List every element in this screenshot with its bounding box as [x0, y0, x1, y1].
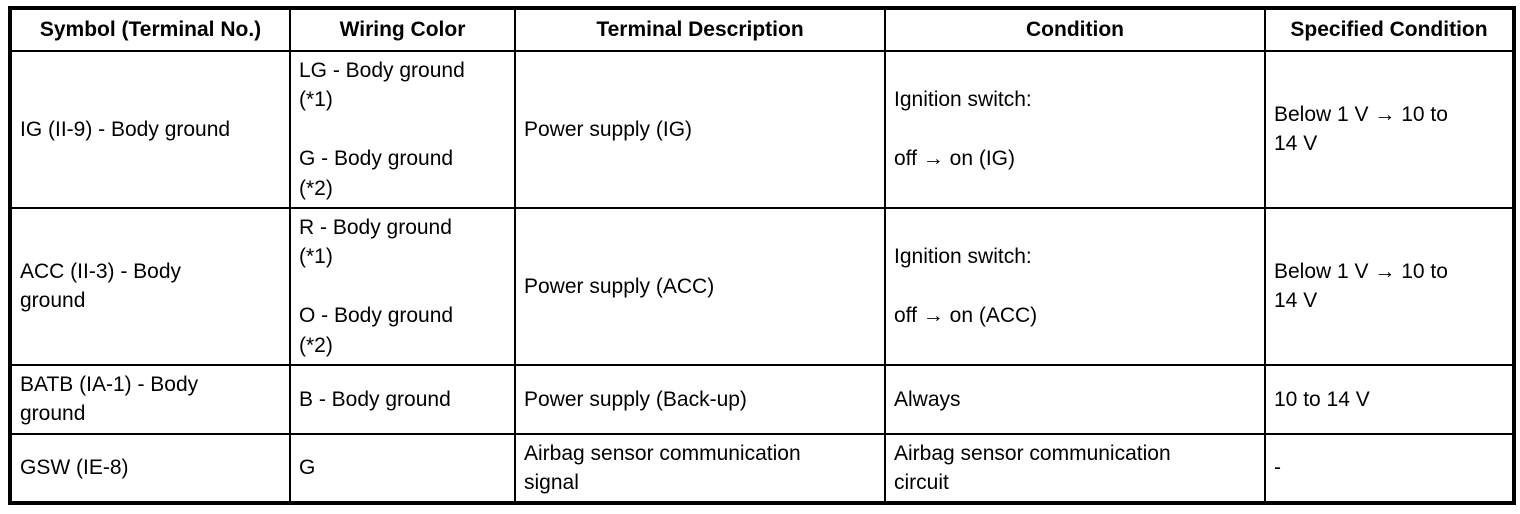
cell-specified-condition: -: [1264, 432, 1515, 505]
terminal-wiring-table: Symbol (Terminal No.) Wiring Color Termi…: [8, 6, 1516, 506]
cell-wiring-color: R - Body ground (*1) O - Body ground (*2…: [289, 206, 516, 366]
col-header-condition: Condition: [884, 7, 1266, 52]
cell-symbol: IG (II-9) - Body ground: [9, 50, 291, 209]
col-header-terminal-description: Terminal Description: [514, 7, 886, 52]
cell-condition: Airbag sensor communication circuit: [884, 432, 1266, 505]
col-header-specified-condition: Specified Condition: [1264, 7, 1515, 52]
cell-specified-condition: 10 to 14 V: [1264, 363, 1515, 435]
header-row: Symbol (Terminal No.) Wiring Color Termi…: [9, 7, 1515, 52]
table-row-gsw: GSW (IE-8) G Airbag sensor communication…: [9, 432, 1515, 505]
cell-symbol: GSW (IE-8): [9, 432, 291, 505]
table-row-batb: BATB (IA-1) - Body ground B - Body groun…: [9, 363, 1515, 435]
table-row-acc: ACC (II-3) - Body ground R - Body ground…: [9, 206, 1515, 366]
cell-terminal-description: Airbag sensor communication signal: [514, 432, 886, 505]
cell-terminal-description: Power supply (Back-up): [514, 363, 886, 435]
col-header-wiring-color: Wiring Color: [289, 7, 516, 52]
table-row-ig: IG (II-9) - Body ground LG - Body ground…: [9, 50, 1515, 209]
cell-specified-condition: Below 1 V → 10 to 14 V: [1264, 206, 1515, 366]
cell-condition: Always: [884, 363, 1266, 435]
cell-terminal-description: Power supply (ACC): [514, 206, 886, 366]
cell-condition: Ignition switch: off → on (ACC): [884, 206, 1266, 366]
cell-symbol: ACC (II-3) - Body ground: [9, 206, 291, 366]
cell-wiring-color: B - Body ground: [289, 363, 516, 435]
cell-symbol: BATB (IA-1) - Body ground: [9, 363, 291, 435]
col-header-symbol: Symbol (Terminal No.): [9, 7, 291, 52]
cell-condition: Ignition switch: off → on (IG): [884, 50, 1266, 209]
cell-terminal-description: Power supply (IG): [514, 50, 886, 209]
cell-specified-condition: Below 1 V → 10 to 14 V: [1264, 50, 1515, 209]
cell-wiring-color: G: [289, 432, 516, 505]
cell-wiring-color: LG - Body ground (*1) G - Body ground (*…: [289, 50, 516, 209]
